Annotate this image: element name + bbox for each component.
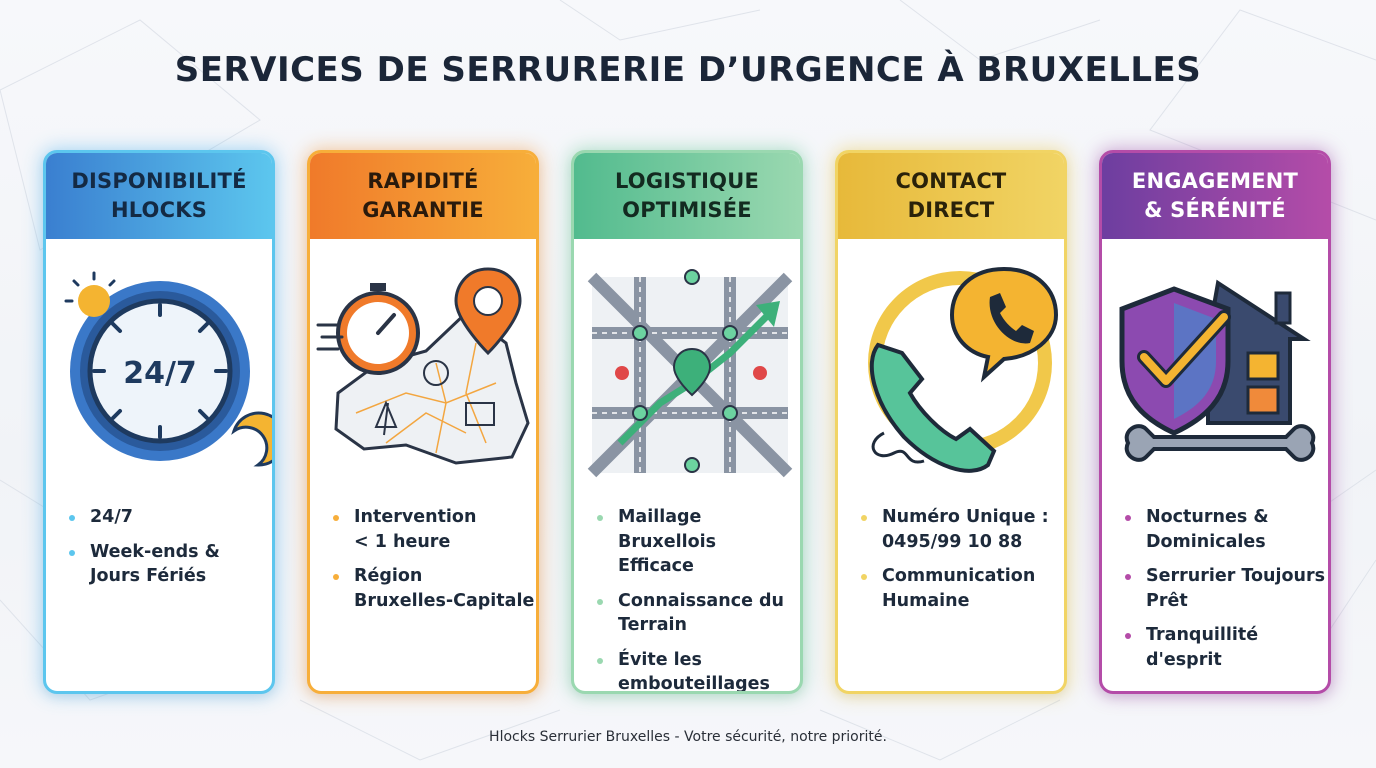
bullet-list: Numéro Unique :0495/99 10 88 Communicati… <box>858 505 1063 623</box>
stopwatch-map-icon <box>316 267 530 465</box>
page-title: SERVICES DE SERRURERIE D’URGENCE À BRUXE… <box>174 50 1202 90</box>
bullet-item: 24/7 <box>66 505 271 530</box>
card-header: ENGAGEMENT& SÉRÉNITÉ <box>1102 153 1328 239</box>
bullet-item: Week-ends &Jours Fériés <box>66 540 271 589</box>
svg-text:24/7: 24/7 <box>123 356 197 391</box>
bullet-list: 24/7 Week-ends &Jours Fériés <box>66 505 271 599</box>
service-card-commitment: ENGAGEMENT& SÉRÉNITÉ Nocturnes &Dominica… <box>1099 150 1331 694</box>
shield-house-icon <box>1119 279 1316 462</box>
bullet-list: Nocturnes &Dominicales Serrurier Toujour… <box>1122 505 1327 682</box>
phone-icon <box>868 266 1059 473</box>
bullet-item: Intervention< 1 heure <box>330 505 535 554</box>
footer-tagline: Hlocks Serrurier Bruxelles - Votre sécur… <box>489 729 887 745</box>
clock-24-7-icon: 24/7 <box>64 271 272 467</box>
road-network-icon <box>587 269 793 478</box>
bullet-item: Nocturnes &Dominicales <box>1122 505 1327 554</box>
bullet-item: Numéro Unique :0495/99 10 88 <box>858 505 1063 554</box>
card-title: ENGAGEMENT& SÉRÉNITÉ <box>1131 169 1299 222</box>
